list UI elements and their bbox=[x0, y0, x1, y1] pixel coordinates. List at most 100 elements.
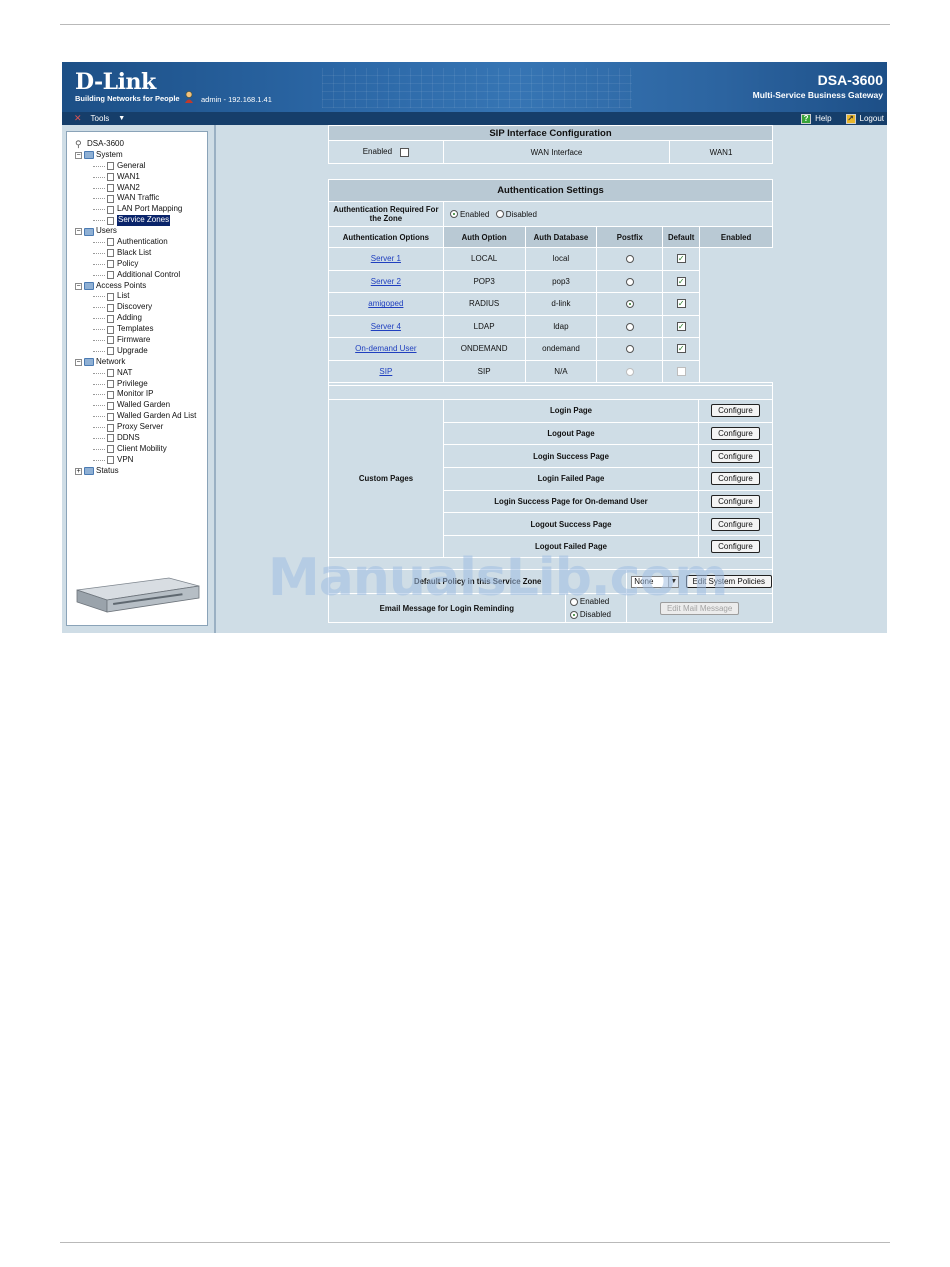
configure-button[interactable]: Configure bbox=[711, 540, 760, 554]
tree-item-service-zones[interactable]: Service Zones bbox=[75, 215, 196, 227]
tree-connector bbox=[93, 209, 105, 211]
edit-mail-message-button[interactable]: Edit Mail Message bbox=[659, 601, 740, 615]
page-icon bbox=[107, 369, 114, 378]
page-icon bbox=[107, 173, 114, 182]
auth-database-cell: SIP bbox=[442, 359, 526, 383]
tree-group-network[interactable]: − Network bbox=[75, 357, 196, 368]
tree-item-vpn[interactable]: VPN bbox=[75, 455, 196, 466]
tree-root[interactable]: ⚲DSA-3600 bbox=[75, 139, 196, 150]
collapse-icon[interactable]: − bbox=[75, 358, 82, 366]
header-decoration bbox=[322, 68, 632, 108]
tree-item-nat[interactable]: NAT bbox=[75, 368, 196, 379]
auth-database-cell: LDAP bbox=[442, 314, 526, 338]
auth-option-link-on-demand-user[interactable]: On-demand User bbox=[355, 344, 417, 354]
folder-icon bbox=[84, 467, 94, 476]
tree-group-system[interactable]: −System bbox=[75, 150, 196, 161]
tree-item-wan1[interactable]: WAN1 bbox=[75, 172, 196, 183]
default-radio[interactable] bbox=[625, 300, 634, 309]
tree-item-wan-traffic[interactable]: WAN Traffic bbox=[75, 193, 196, 204]
help-icon: ? bbox=[801, 113, 812, 124]
tree-group-label: Network bbox=[96, 356, 126, 366]
enabled-checkbox[interactable]: ✓ bbox=[676, 276, 686, 286]
page-icon bbox=[107, 401, 114, 410]
sip-interface-title: SIP Interface Configuration bbox=[328, 125, 773, 141]
email-enabled-radio[interactable] bbox=[569, 597, 578, 606]
auth-option-link-server-1[interactable]: Server 1 bbox=[370, 254, 401, 264]
enabled-checkbox[interactable]: ✓ bbox=[676, 254, 686, 264]
auth-option-link-sip[interactable]: SIP bbox=[379, 366, 393, 376]
expand-icon[interactable]: + bbox=[75, 467, 82, 475]
tree-item-wan2[interactable]: WAN2 bbox=[75, 183, 196, 194]
tree-item-ddns[interactable]: DDNS bbox=[75, 433, 196, 444]
collapse-icon[interactable]: − bbox=[75, 151, 82, 159]
configure-button[interactable]: Configure bbox=[711, 427, 760, 441]
tree-item-firmware[interactable]: Firmware bbox=[75, 335, 196, 346]
tree-item-policy[interactable]: Policy bbox=[75, 259, 196, 270]
logout-link[interactable]: Logout bbox=[859, 114, 884, 123]
tree-item-privilege[interactable]: Privilege bbox=[75, 379, 196, 390]
configure-button[interactable]: Configure bbox=[711, 495, 760, 509]
tools-menu[interactable]: ✕ Tools ▼ bbox=[74, 113, 125, 124]
app-window: D-Link Building Networks for People admi… bbox=[62, 62, 887, 633]
tree-item-label: Privilege bbox=[117, 378, 148, 388]
tree-item-list[interactable]: List bbox=[75, 291, 196, 302]
auth-required-enabled-radio[interactable] bbox=[449, 210, 458, 219]
email-disabled-label: Disabled bbox=[579, 610, 612, 619]
auth-option-link-amigoped[interactable]: amigoped bbox=[368, 299, 404, 309]
tree-connector bbox=[93, 241, 105, 243]
configure-button[interactable]: Configure bbox=[711, 404, 760, 418]
tree-connector bbox=[93, 274, 105, 276]
enabled-checkbox[interactable]: ✓ bbox=[676, 299, 686, 309]
email-disabled-radio[interactable] bbox=[569, 610, 578, 619]
help-link[interactable]: Help bbox=[815, 114, 832, 123]
collapse-icon[interactable]: − bbox=[75, 228, 82, 236]
auth-database-cell: POP3 bbox=[442, 269, 526, 293]
auth-column-auth-database: Auth Database bbox=[524, 226, 598, 248]
enabled-checkbox[interactable]: ✓ bbox=[676, 344, 686, 354]
configure-button[interactable]: Configure bbox=[711, 517, 760, 531]
sip-enabled-checkbox[interactable] bbox=[400, 147, 410, 157]
auth-required-disabled-radio[interactable] bbox=[495, 210, 504, 219]
configure-button[interactable]: Configure bbox=[711, 449, 760, 463]
tree-item-label: Service Zones bbox=[117, 215, 171, 227]
tree-item-additional-control[interactable]: Additional Control bbox=[75, 270, 196, 281]
tree-item-walled-garden[interactable]: Walled Garden bbox=[75, 400, 196, 411]
auth-required-enabled-label: Enabled bbox=[459, 209, 490, 219]
tree-item-upgrade[interactable]: Upgrade bbox=[75, 346, 196, 357]
tree-item-black-list[interactable]: Black List bbox=[75, 248, 196, 259]
tree-item-general[interactable]: General bbox=[75, 161, 196, 172]
tree-group-access-points[interactable]: −Access Points bbox=[75, 281, 196, 292]
tree-item-lan-port-mapping[interactable]: LAN Port Mapping bbox=[75, 204, 196, 215]
postfix-cell: ldap bbox=[524, 314, 598, 338]
tree-item-discovery[interactable]: Discovery bbox=[75, 302, 196, 313]
collapse-icon[interactable]: − bbox=[75, 282, 82, 290]
tree-item-monitor-ip[interactable]: Monitor IP bbox=[75, 389, 196, 400]
tree-item-proxy-server[interactable]: Proxy Server bbox=[75, 422, 196, 433]
enabled-checkbox[interactable]: ✓ bbox=[676, 321, 686, 331]
tree-item-walled-garden-ad-list[interactable]: Walled Garden Ad List bbox=[75, 411, 196, 422]
auth-option-link-server-4[interactable]: Server 4 bbox=[370, 321, 401, 331]
tree-item-templates[interactable]: Templates bbox=[75, 324, 196, 335]
custom-page-logout-page: Logout Page bbox=[443, 421, 699, 446]
default-radio[interactable] bbox=[625, 345, 634, 354]
tree-item-label: General bbox=[117, 160, 146, 170]
default-radio[interactable] bbox=[625, 255, 634, 264]
tree-item-label: Discovery bbox=[117, 302, 153, 312]
tree-group-status[interactable]: +Status bbox=[75, 466, 196, 477]
default-policy-select[interactable]: None ▼ bbox=[631, 576, 680, 588]
tree-connector bbox=[93, 187, 105, 189]
enabled-checkbox[interactable] bbox=[676, 366, 686, 376]
tree-item-authentication[interactable]: Authentication bbox=[75, 237, 196, 248]
tree-group-users[interactable]: −Users bbox=[75, 226, 196, 237]
auth-option-link-server-2[interactable]: Server 2 bbox=[370, 276, 401, 286]
default-radio[interactable] bbox=[625, 277, 634, 286]
default-radio[interactable] bbox=[625, 322, 634, 331]
configure-button[interactable]: Configure bbox=[711, 472, 760, 486]
tree-connector bbox=[93, 437, 105, 439]
tree-item-adding[interactable]: Adding bbox=[75, 313, 196, 324]
tree-item-client-mobility[interactable]: Client Mobility bbox=[75, 444, 196, 455]
edit-system-policies-button[interactable]: Edit System Policies bbox=[685, 575, 772, 588]
